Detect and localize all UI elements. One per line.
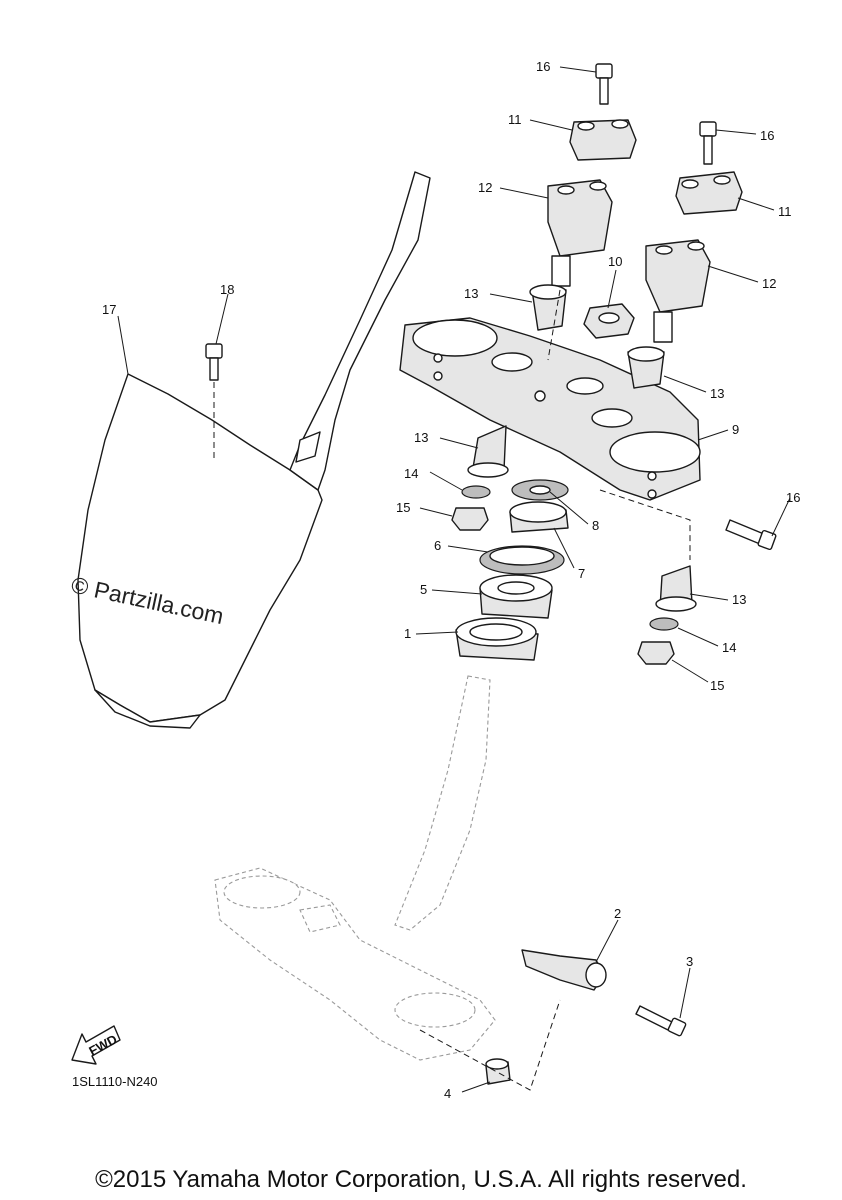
callout-12a: 12 — [478, 180, 492, 195]
lower-bracket-ghost — [214, 675, 496, 1061]
seal-6 — [479, 545, 565, 575]
callout-16a: 16 — [536, 59, 550, 74]
ring-nut-7 — [509, 501, 569, 533]
callout-17: 17 — [102, 302, 116, 317]
bolt-16-clamp — [725, 519, 777, 551]
callout-5: 5 — [420, 582, 427, 597]
nut-15-b — [637, 641, 675, 665]
callout-16b: 16 — [760, 128, 774, 143]
bearing-5 — [479, 574, 553, 619]
callout-3: 3 — [686, 954, 693, 969]
bolt-16-right — [699, 121, 717, 165]
leader-lines — [117, 66, 791, 1093]
callout-13b: 13 — [710, 386, 724, 401]
callout-14b: 14 — [722, 640, 736, 655]
callout-labels: 16 11 12 13 10 16 11 12 13 9 13 14 15 16… — [102, 59, 800, 1101]
fwd-label: FWD — [86, 1031, 119, 1058]
copyright-notice: ©2015 Yamaha Motor Corporation, U.S.A. A… — [95, 1166, 747, 1193]
callout-11b: 11 — [778, 204, 792, 219]
washer-8-hole — [529, 485, 551, 495]
callout-8: 8 — [592, 518, 599, 533]
callout-4: 4 — [444, 1086, 451, 1101]
callout-13a: 13 — [464, 286, 478, 301]
damper-13-d — [655, 565, 697, 612]
callout-16c: 16 — [786, 490, 800, 505]
callout-1: 1 — [404, 626, 411, 641]
bearing-1 — [455, 617, 539, 661]
callout-12b: 12 — [762, 276, 776, 291]
callout-6: 6 — [434, 538, 441, 553]
washer-14-a — [461, 485, 491, 499]
bolt-16-left — [595, 63, 613, 105]
diagram-code: 1SL1110-N240 — [72, 1074, 158, 1089]
washer-14-b — [649, 617, 679, 631]
guide-2 — [521, 949, 607, 991]
callout-11a: 11 — [508, 112, 522, 127]
nut-15-a — [451, 507, 489, 531]
bolt-18 — [205, 343, 223, 381]
handlebar-holder-left — [547, 119, 637, 287]
damper-13-b — [627, 346, 665, 389]
callout-13c: 13 — [414, 430, 428, 445]
callout-13d: 13 — [732, 592, 746, 607]
fwd-arrow-icon: FWD — [71, 1025, 121, 1065]
upper-bracket — [399, 317, 701, 501]
callout-15b: 15 — [710, 678, 724, 693]
collar-4 — [485, 1058, 511, 1085]
callout-7: 7 — [578, 566, 585, 581]
number-plate — [77, 171, 431, 729]
bolt-3 — [635, 1005, 687, 1037]
callout-9: 9 — [732, 422, 739, 437]
damper-13-c — [467, 425, 509, 478]
callout-10: 10 — [608, 254, 622, 269]
callout-18: 18 — [220, 282, 234, 297]
callout-15a: 15 — [396, 500, 410, 515]
callout-14a: 14 — [404, 466, 418, 481]
damper-13-a — [529, 284, 567, 331]
callout-2: 2 — [614, 906, 621, 921]
handlebar-holder-right — [645, 171, 743, 343]
nut-10-hole — [598, 312, 620, 324]
